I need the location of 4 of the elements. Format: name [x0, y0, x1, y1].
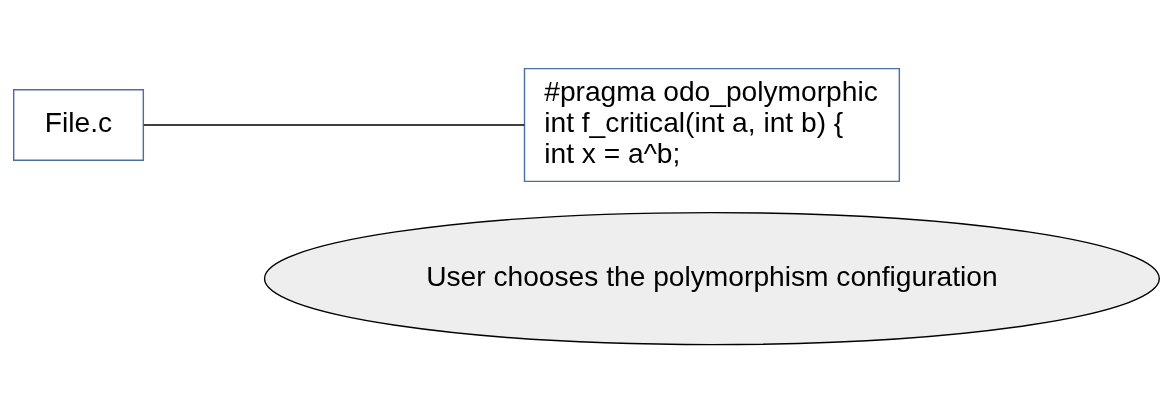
connector: [143, 124, 526, 126]
node-ellipse: User chooses the polymorphism configuration: [263, 211, 1160, 346]
node-box: File.c: [13, 89, 145, 161]
node-box: #pragma odo_polymorphic int f_critical(int a, int b) { int x = a^b;: [523, 67, 901, 183]
